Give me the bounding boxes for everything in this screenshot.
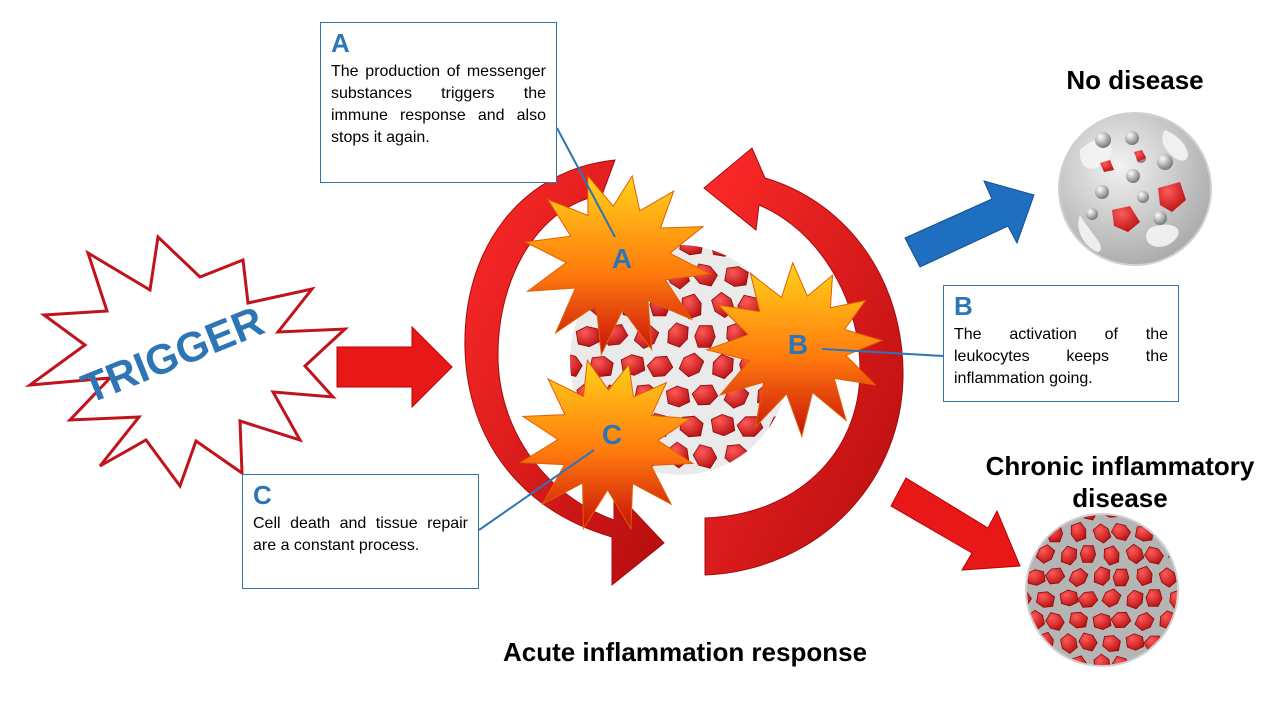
heading-chronic: Chronic inflammatory disease: [985, 451, 1255, 513]
no-disease-disc: [1058, 112, 1212, 266]
star-a: [523, 174, 712, 357]
callout-c-text: Cell death and tissue repair are a const…: [253, 515, 468, 554]
connector-b: [821, 348, 944, 357]
callout-a-text: The production of messenger substances t…: [331, 63, 546, 146]
star-b: [705, 261, 884, 439]
connector-lines: [478, 127, 944, 531]
callout-a-letter: A: [331, 28, 350, 58]
arrow-to-no-disease: [904, 180, 1035, 268]
star-c-letter: C: [601, 419, 623, 450]
cycle-arrows: [464, 147, 904, 587]
callout-c-letter: C: [253, 480, 272, 510]
cycle-arrow-left: [464, 159, 665, 587]
heading-no-disease: No disease: [1066, 65, 1204, 95]
callout-b-text: The activation of the leukocytes keeps t…: [954, 326, 1168, 387]
arrow-to-chronic: [890, 477, 1021, 571]
trigger-burst: TRIGGER: [24, 233, 350, 490]
callout-a: A The production of messenger substances…: [320, 22, 557, 183]
trigger-burst-shape: [24, 233, 350, 490]
heading-acute: Acute inflammation response: [502, 637, 868, 667]
star-a-letter: A: [611, 243, 633, 274]
trigger-arrow: [336, 325, 453, 409]
callout-b: B The activation of the leukocytes keeps…: [943, 285, 1179, 402]
connector-a: [556, 127, 616, 238]
star-c: [518, 358, 695, 531]
callout-b-letter: B: [954, 291, 973, 321]
connector-c: [478, 449, 595, 531]
chronic-disc: [1025, 513, 1179, 667]
callout-c: C Cell death and tissue repair are a con…: [242, 474, 479, 589]
star-b-letter: B: [787, 329, 809, 360]
cycle-arrow-right: [703, 147, 904, 576]
